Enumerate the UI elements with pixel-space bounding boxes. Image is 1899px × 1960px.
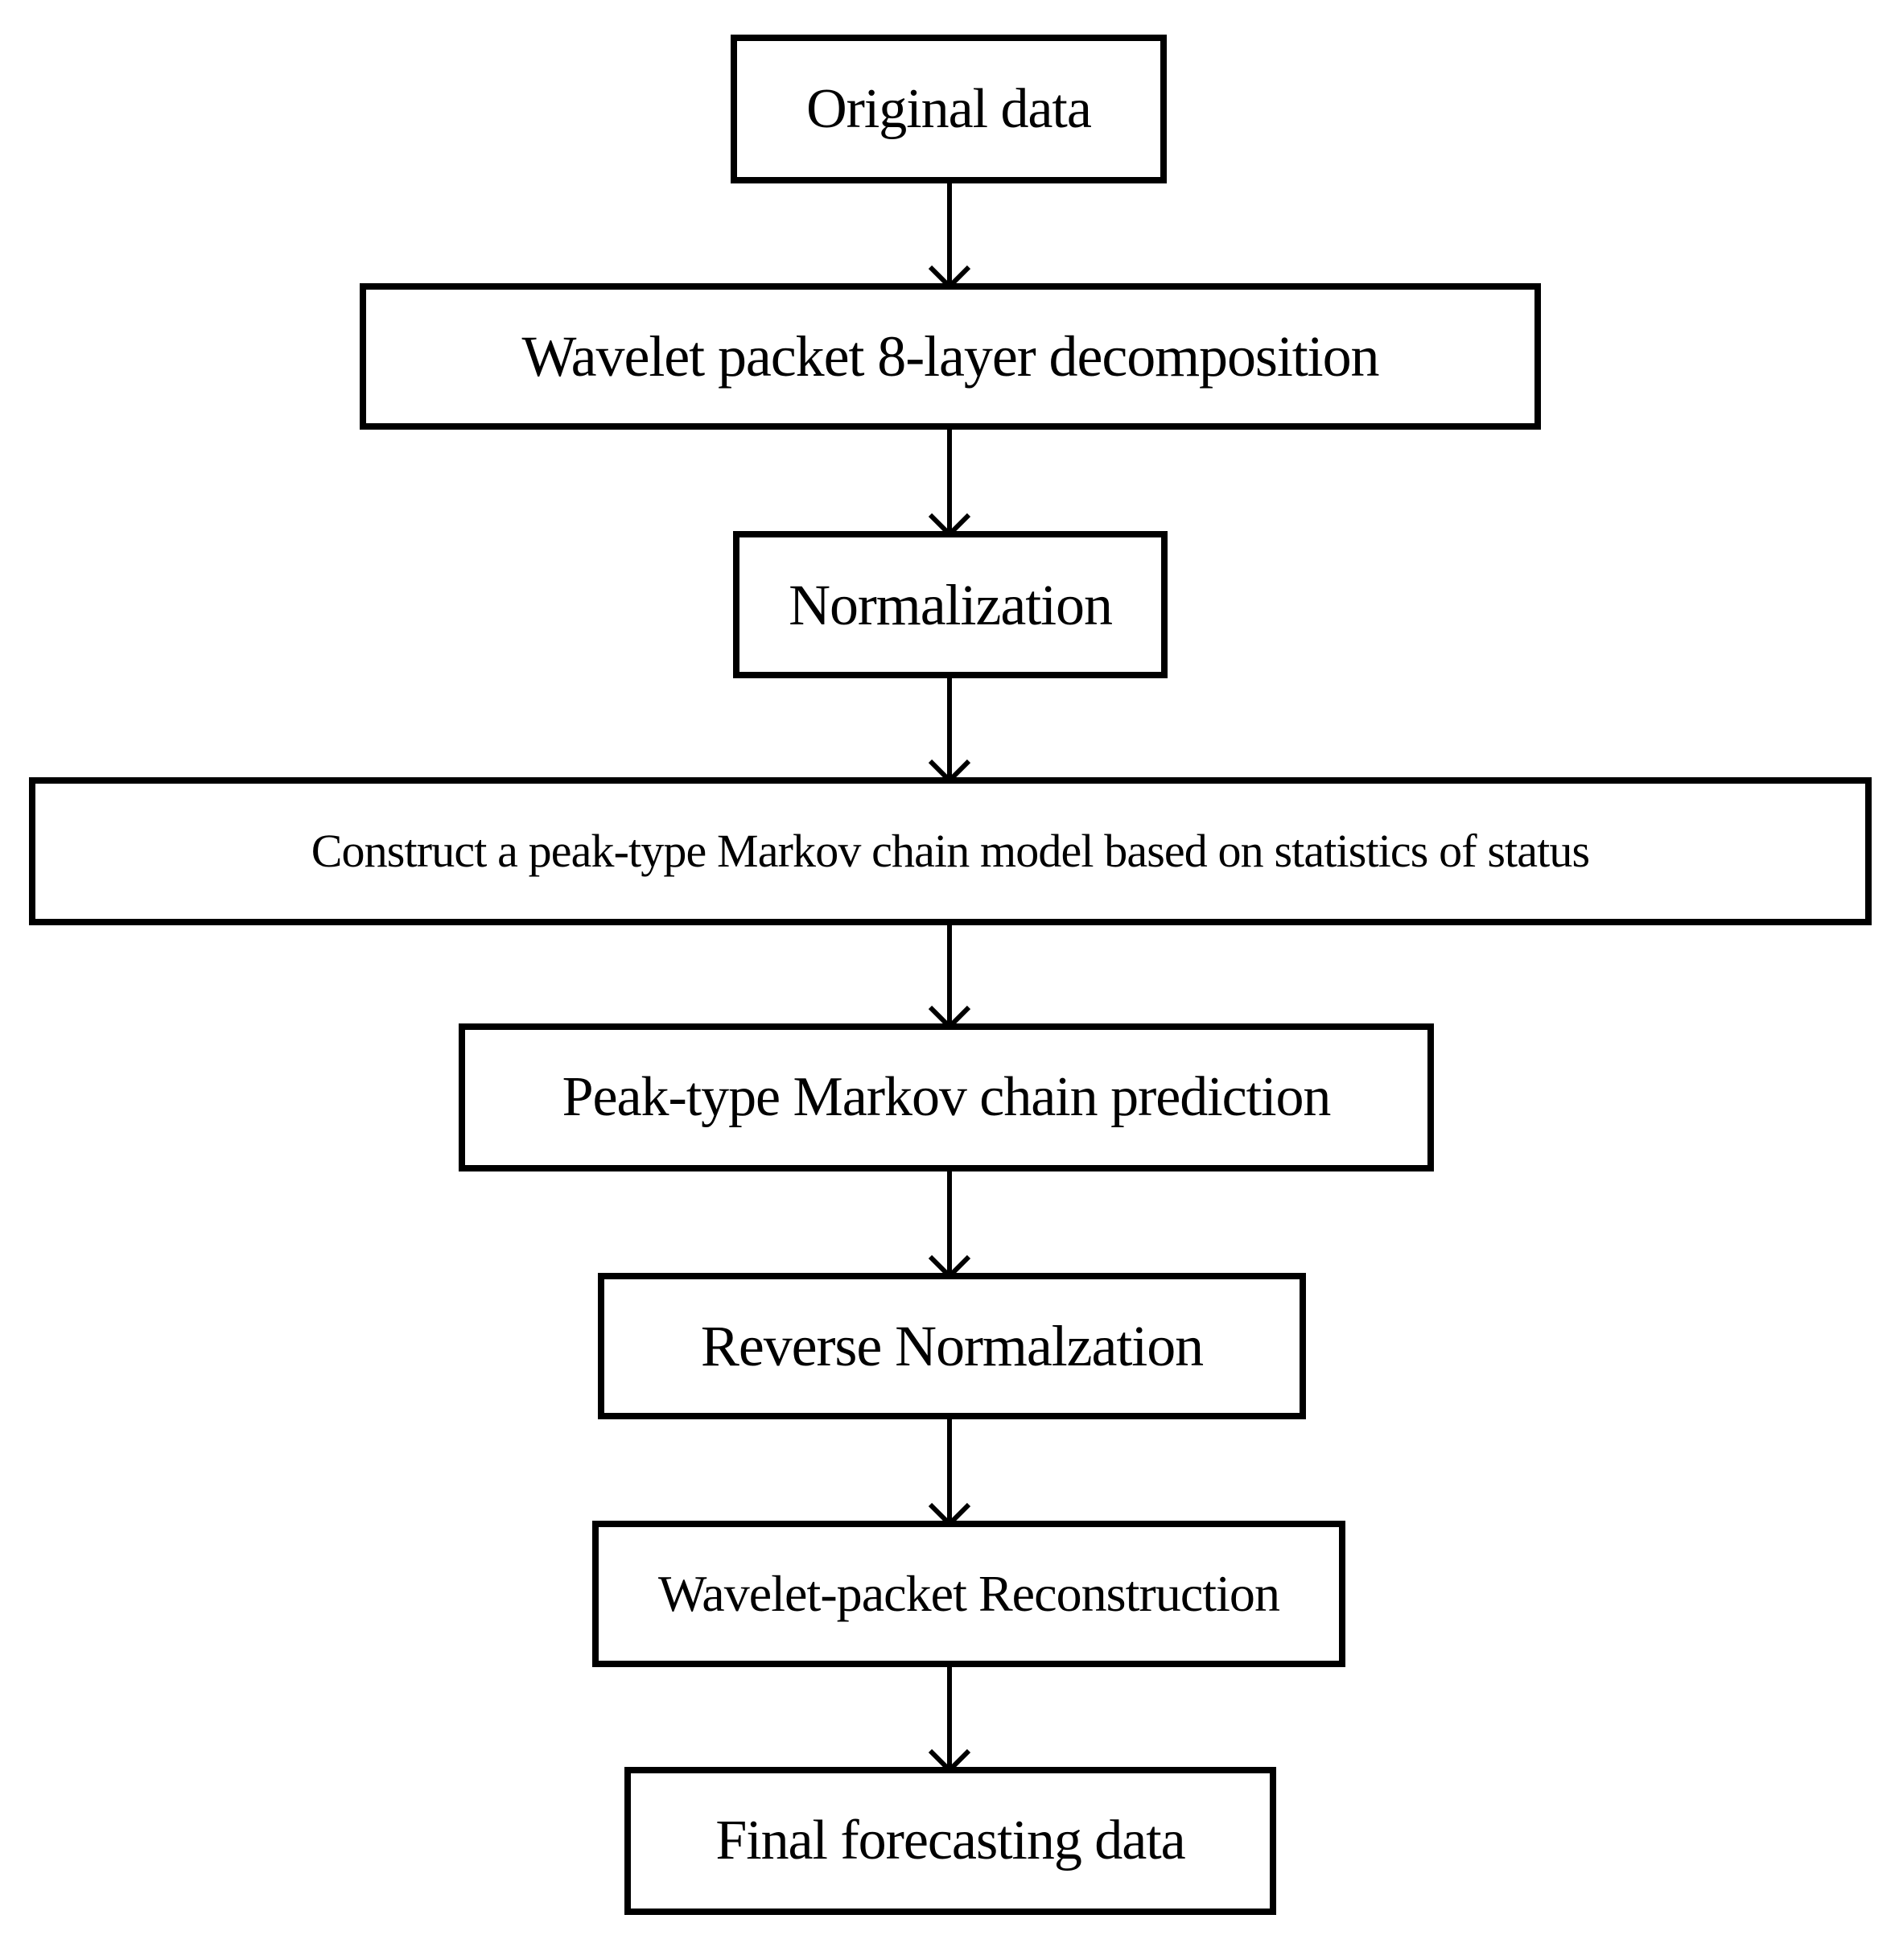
down-arrow-icon (928, 428, 971, 537)
down-arrow-icon (928, 1170, 971, 1279)
flow-node-original-data: Original data (731, 35, 1167, 183)
flow-node-label: Peak-type Markov chain prediction (562, 1066, 1332, 1128)
flow-node-markov-prediction: Peak-type Markov chain prediction (459, 1023, 1434, 1171)
flow-node-label: Construct a peak-type Markov chain model… (311, 825, 1590, 877)
down-arrow-icon (928, 924, 971, 1029)
down-arrow-icon (928, 677, 971, 783)
flow-node-reverse-normalization: Reverse Normalzation (598, 1273, 1306, 1419)
flow-node-label: Wavelet-packet Reconstruction (657, 1565, 1280, 1622)
flow-node-label: Final forecasting data (715, 1810, 1185, 1871)
down-arrow-icon (928, 1666, 971, 1773)
flow-node-label: Wavelet packet 8-layer decomposition (521, 324, 1380, 389)
flow-node-label: Original data (806, 77, 1092, 140)
flow-node-wavelet-reconstruction: Wavelet-packet Reconstruction (592, 1521, 1345, 1667)
flow-node-construct-markov-model: Construct a peak-type Markov chain model… (29, 777, 1872, 925)
flow-node-label: Normalization (789, 572, 1113, 637)
flow-node-final-forecasting-data: Final forecasting data (624, 1767, 1276, 1915)
flow-node-label: Reverse Normalzation (700, 1314, 1204, 1378)
down-arrow-icon (928, 1418, 971, 1526)
down-arrow-icon (928, 182, 971, 289)
flow-node-normalization: Normalization (733, 531, 1168, 678)
flow-node-wavelet-decomposition: Wavelet packet 8-layer decomposition (360, 283, 1541, 430)
